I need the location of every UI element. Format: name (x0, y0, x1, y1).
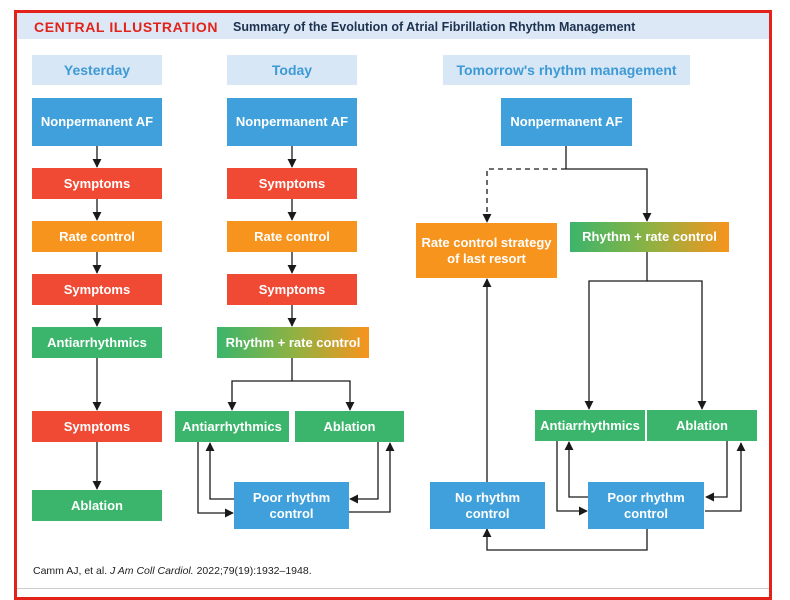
tomorrow-antiarrhythmics: Antiarrhythmics (535, 410, 645, 441)
tomorrow-rate-control-last-resort: Rate control strategy of last resort (416, 223, 557, 278)
yesterday-symptoms-2: Symptoms (32, 274, 162, 305)
today-rhythm-rate-control: Rhythm + rate control (217, 327, 369, 358)
bottom-divider (17, 588, 769, 589)
tomorrow-poor-rhythm-control: Poor rhythm control (588, 482, 704, 529)
today-symptoms-1: Symptoms (227, 168, 357, 199)
central-illustration-label: CENTRAL ILLUSTRATION (34, 19, 219, 35)
heading-tomorrow: Tomorrow's rhythm management (443, 55, 690, 85)
illustration-title: Summary of the Evolution of Atrial Fibri… (233, 20, 636, 34)
today-nonpermanent-af: Nonpermanent AF (227, 98, 357, 146)
citation-journal: J Am Coll Cardiol. (110, 565, 194, 577)
citation-details: 2022;79(19):1932–1948. (196, 565, 312, 577)
tomorrow-nonpermanent-af: Nonpermanent AF (501, 98, 632, 146)
tomorrow-ablation: Ablation (647, 410, 757, 441)
today-rate-control: Rate control (227, 221, 357, 252)
yesterday-rate-control: Rate control (32, 221, 162, 252)
title-bar (17, 13, 769, 39)
yesterday-symptoms-1: Symptoms (32, 168, 162, 199)
yesterday-nonpermanent-af: Nonpermanent AF (32, 98, 162, 146)
heading-yesterday: Yesterday (32, 55, 162, 85)
today-symptoms-2: Symptoms (227, 274, 357, 305)
yesterday-antiarrhythmics: Antiarrhythmics (32, 327, 162, 358)
citation-authors: Camm AJ, et al. (33, 565, 108, 577)
today-ablation: Ablation (295, 411, 404, 442)
tomorrow-rhythm-rate-control: Rhythm + rate control (570, 222, 729, 252)
today-antiarrhythmics: Antiarrhythmics (175, 411, 289, 442)
today-poor-rhythm-control: Poor rhythm control (234, 482, 349, 529)
tomorrow-no-rhythm-control: No rhythm control (430, 482, 545, 529)
yesterday-symptoms-3: Symptoms (32, 411, 162, 442)
citation: Camm AJ, et al. J Am Coll Cardiol. 2022;… (33, 565, 312, 577)
heading-today: Today (227, 55, 357, 85)
yesterday-ablation: Ablation (32, 490, 162, 521)
